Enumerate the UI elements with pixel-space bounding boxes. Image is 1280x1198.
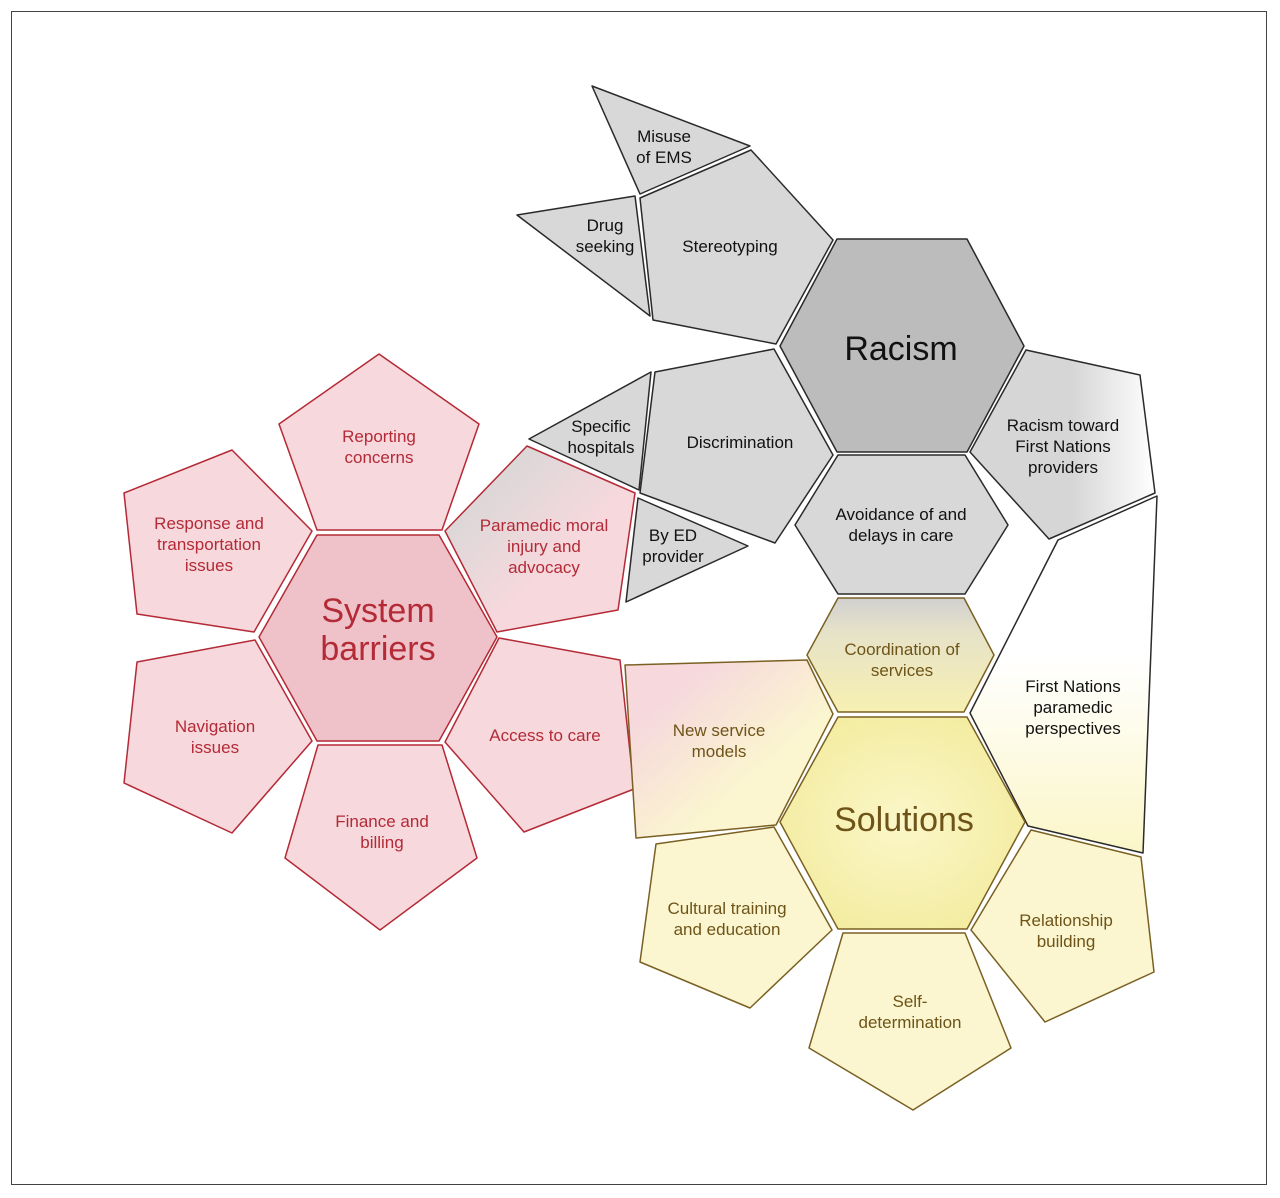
new-service-models-label-line: models — [692, 742, 747, 761]
stereotyping-shape — [639, 149, 834, 345]
coordination-label: Coordination of services — [844, 640, 960, 680]
finance-billing-label-line: billing — [360, 833, 403, 852]
misuse-of-ems-label-line: of EMS — [636, 148, 692, 167]
self-determination-label: Self-determination — [858, 992, 961, 1032]
access-to-care-shape — [444, 637, 635, 833]
stereotyping-label: Stereotyping — [682, 237, 777, 256]
moral-injury-label-line: injury and — [507, 537, 581, 556]
system-barriers-title-line: System — [321, 592, 434, 630]
paramedic-perspectives-shape — [969, 495, 1158, 854]
by-ed-provider-shape — [625, 497, 749, 603]
misuse-of-ems-label: Misuse of EMS — [636, 127, 692, 167]
response-transportation-label: Response and transportation issues — [154, 514, 264, 575]
avoidance-label-line: delays in care — [849, 526, 954, 545]
navigation-issues-label-line: Navigation — [175, 717, 255, 736]
new-service-models-label: New service models — [673, 721, 766, 761]
relationship-building-label-line: Relationship — [1019, 911, 1113, 930]
solutions-title: Solutions — [834, 801, 974, 839]
avoidance-label-line: Avoidance of and — [835, 505, 966, 524]
specific-hospitals-label-line: hospitals — [567, 438, 634, 457]
relationship-building-shape — [970, 829, 1155, 1023]
by-ed-provider-label: By ED provider — [642, 526, 704, 566]
reporting-concerns-label: Reporting concerns — [342, 427, 416, 467]
drug-seeking-shape — [516, 195, 651, 317]
specific-hospitals-shape — [528, 371, 652, 491]
coordination-label-line: services — [871, 661, 933, 680]
stereotyping-label-line: Stereotyping — [682, 237, 777, 256]
avoidance-shape — [794, 454, 1009, 595]
response-transportation-label-line: transportation — [157, 535, 261, 554]
new-service-models-label-line: New service — [673, 721, 766, 740]
moral-injury-shape — [444, 445, 636, 633]
response-transportation-label-line: issues — [185, 556, 233, 575]
paramedic-perspectives-label-line: First Nations — [1025, 677, 1120, 696]
discrimination-shape — [639, 348, 834, 544]
figure-frame — [11, 11, 1267, 1185]
finance-billing-shape — [284, 744, 478, 931]
reporting-concerns-shape — [278, 353, 480, 531]
cultural-training-label-line: Cultural training — [667, 899, 786, 918]
paramedic-perspectives-label-line: perspectives — [1025, 719, 1120, 738]
relationship-building-label: Relationship building — [1019, 911, 1113, 951]
reporting-concerns-label-line: concerns — [345, 448, 414, 467]
moral-injury-label: Paramedic moral injury and advocacy — [480, 516, 609, 577]
solutions-core-hexagon — [779, 716, 1026, 930]
specific-hospitals-label: Specific hospitals — [567, 417, 634, 457]
cultural-training-label-line: and education — [674, 920, 781, 939]
finance-billing-label-line: Finance and — [335, 812, 429, 831]
new-service-models-shape — [624, 659, 834, 839]
racism-toward-first-nations-shape — [969, 349, 1156, 540]
cultural-training-shape — [639, 826, 833, 1009]
access-to-care-label: Access to care — [489, 726, 601, 745]
paramedic-perspectives-label: First Nations paramedic perspectives — [1025, 677, 1120, 738]
racism-toward-first-nations-label-line: First Nations — [1015, 437, 1110, 456]
barriers-core-hexagon — [258, 534, 498, 742]
self-determination-shape — [808, 932, 1012, 1111]
system-barriers-title-line: barriers — [320, 630, 435, 668]
specific-hospitals-label-line: Specific — [571, 417, 631, 436]
moral-injury-label-line: Paramedic moral — [480, 516, 609, 535]
solutions-title-line: Solutions — [834, 801, 974, 839]
racism-toward-first-nations-label-line: providers — [1028, 458, 1098, 477]
navigation-issues-label: Navigation issues — [175, 717, 255, 757]
response-transportation-label-line: Response and — [154, 514, 264, 533]
misuse-of-ems-shape — [591, 85, 751, 195]
by-ed-provider-label-line: By ED — [649, 526, 697, 545]
navigation-issues-label-line: issues — [191, 738, 239, 757]
drug-seeking-label: Drug seeking — [576, 216, 635, 256]
self-determination-label-line: Self- — [893, 992, 928, 1011]
drug-seeking-label-line: seeking — [576, 237, 635, 256]
coordination-shape — [806, 597, 995, 713]
racism-core-hexagon — [779, 238, 1025, 453]
relationship-building-label-line: building — [1037, 932, 1096, 951]
discrimination-label-line: Discrimination — [687, 433, 794, 452]
navigation-issues-shape — [123, 639, 313, 834]
racism-title: Racism — [844, 330, 957, 368]
coordination-label-line: Coordination of — [844, 640, 960, 659]
by-ed-provider-label-line: provider — [642, 547, 704, 566]
reporting-concerns-label-line: Reporting — [342, 427, 416, 446]
moral-injury-label-line: advocacy — [508, 558, 580, 577]
drug-seeking-label-line: Drug — [587, 216, 624, 235]
cultural-training-label: Cultural training and education — [667, 899, 786, 939]
racism-title-line: Racism — [844, 330, 957, 368]
paramedic-perspectives-label-line: paramedic — [1033, 698, 1113, 717]
finance-billing-label: Finance and billing — [335, 812, 429, 852]
response-transportation-shape — [123, 449, 313, 633]
avoidance-label: Avoidance of and delays in care — [835, 505, 966, 545]
self-determination-label-line: determination — [858, 1013, 961, 1032]
racism-toward-first-nations-label-line: Racism toward — [1007, 416, 1119, 435]
discrimination-label: Discrimination — [687, 433, 794, 452]
misuse-of-ems-label-line: Misuse — [637, 127, 691, 146]
access-to-care-label-line: Access to care — [489, 726, 601, 745]
